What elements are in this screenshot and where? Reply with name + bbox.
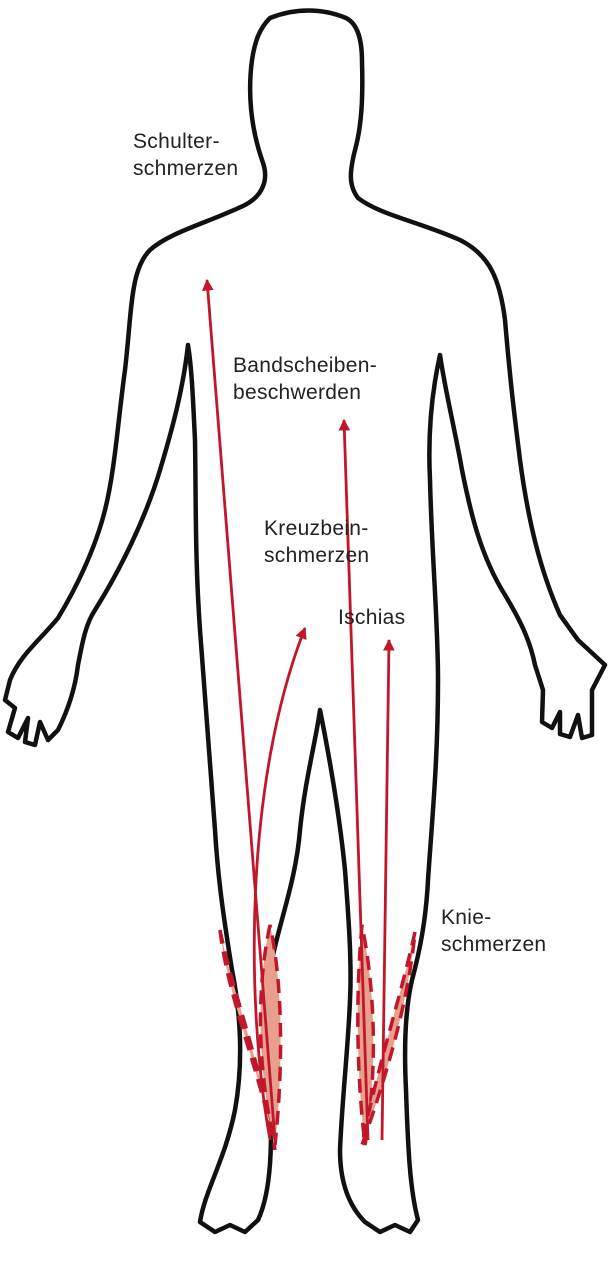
label-shoulder-line1: Schulter- <box>133 128 238 155</box>
label-knee-pain: Knie- schmerzen <box>441 904 546 958</box>
label-shoulder-pain: Schulter- schmerzen <box>133 128 238 182</box>
label-sciatica: Ischias <box>338 604 405 631</box>
body-outline <box>5 11 605 1233</box>
label-knee-line1: Knie- <box>441 904 546 931</box>
label-disc-line1: Bandscheiben- <box>233 352 377 379</box>
label-sacrum-line1: Kreuzbein- <box>264 515 369 542</box>
muscle-strand <box>260 925 280 1145</box>
label-knee-line2: schmerzen <box>441 931 546 958</box>
label-disc-complaints: Bandscheiben- beschwerden <box>233 352 377 406</box>
label-sacrum-pain: Kreuzbein- schmerzen <box>264 515 369 569</box>
label-shoulder-line2: schmerzen <box>133 155 238 182</box>
label-disc-line2: beschwerden <box>233 379 377 406</box>
label-sacrum-line2: schmerzen <box>264 542 369 569</box>
label-sciatica-line1: Ischias <box>338 604 405 631</box>
